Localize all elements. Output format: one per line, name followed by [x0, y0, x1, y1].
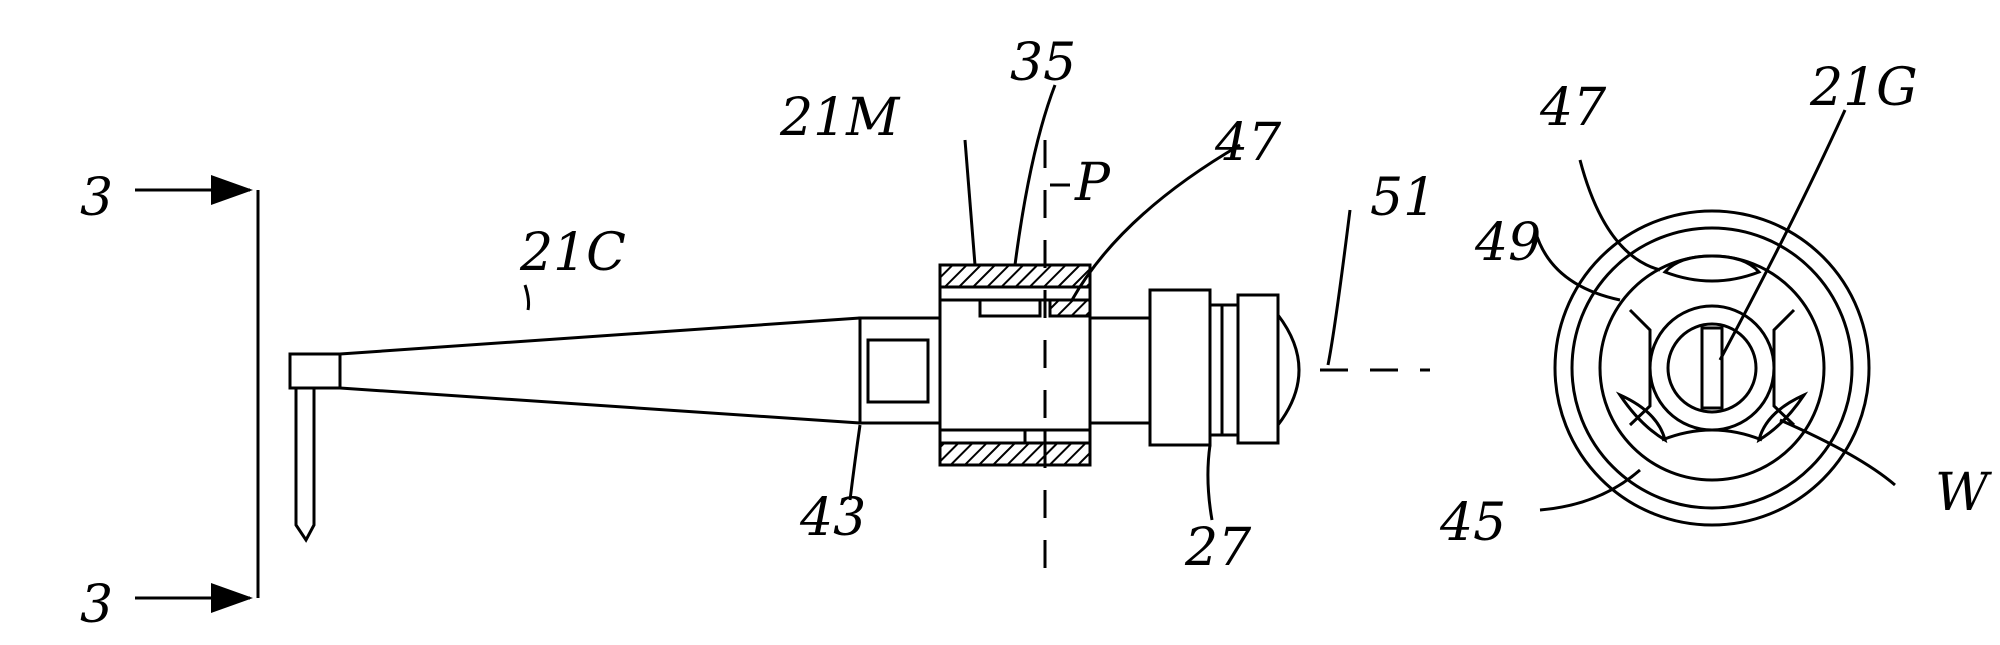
label-p: P — [1074, 153, 1111, 213]
label-47-end: 47 — [1539, 78, 1607, 138]
shaft-and-knob — [1090, 290, 1299, 445]
label-35: 35 — [1010, 33, 1076, 93]
label-21c: 21C — [519, 223, 626, 283]
label-43: 43 — [799, 488, 866, 548]
section-line-3-3 — [135, 190, 258, 598]
label-51: 51 — [1370, 168, 1436, 228]
housing-section — [940, 265, 1090, 465]
label-45: 45 — [1439, 493, 1506, 553]
label-27: 27 — [1184, 518, 1252, 578]
label-3-bottom: 3 — [80, 575, 113, 635]
label-49: 49 — [1474, 213, 1541, 273]
label-47-side: 47 — [1214, 113, 1282, 173]
label-w: W — [1935, 463, 1992, 523]
end-view — [1535, 110, 1895, 525]
label-21g: 21G — [1809, 58, 1918, 118]
label-21m: 21M — [779, 88, 901, 148]
label-3-top: 3 — [80, 168, 113, 228]
